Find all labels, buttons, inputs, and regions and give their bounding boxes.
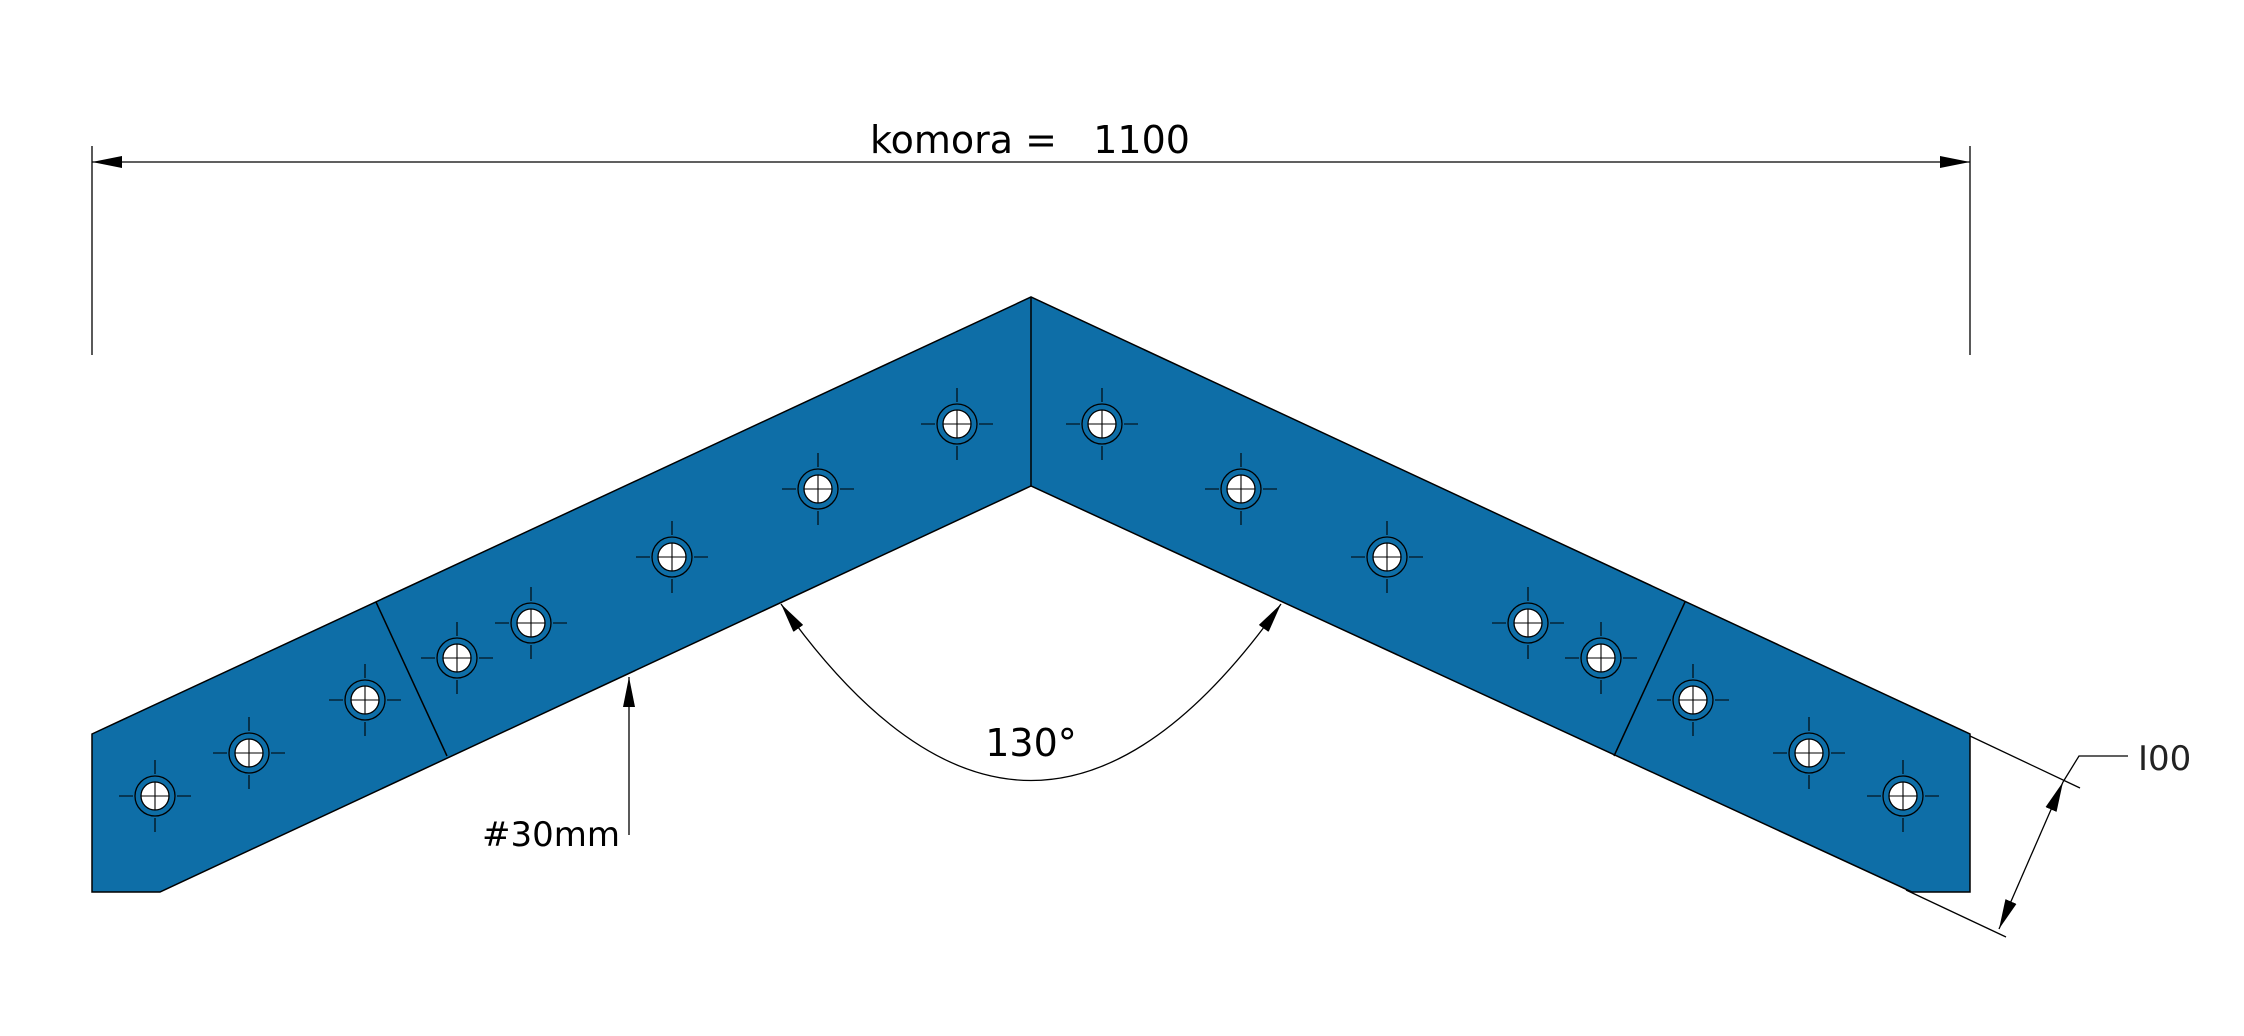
overall-dimension: komora = 1100 xyxy=(91,118,1971,355)
bolt-hole xyxy=(1066,388,1138,460)
bolt-hole xyxy=(636,521,708,593)
bolt-hole xyxy=(921,388,993,460)
bolt-hole xyxy=(1773,717,1845,789)
bolt-hole xyxy=(1657,664,1729,736)
bolt-hole xyxy=(119,760,191,832)
thickness-label: #30mm xyxy=(482,815,620,855)
width-label: I00 xyxy=(2138,739,2191,779)
thickness-callout: #30mm xyxy=(482,677,635,855)
bolt-hole xyxy=(1492,587,1564,659)
bolt-hole xyxy=(1351,521,1423,593)
bolt-hole xyxy=(329,664,401,736)
width-dimension: I00 xyxy=(1905,735,2191,938)
angle-label: 130° xyxy=(985,721,1077,765)
bolt-hole xyxy=(213,717,285,789)
angle-dimension: 130° xyxy=(780,603,1282,782)
overall-dimension-label: komora = 1100 xyxy=(870,118,1190,162)
bolt-hole xyxy=(421,622,493,694)
joint-line-left xyxy=(375,601,448,757)
bolt-hole xyxy=(495,587,567,659)
bolt-hole xyxy=(782,453,854,525)
bolt-hole xyxy=(1205,453,1277,525)
bolt-holes xyxy=(119,388,1939,832)
joint-line-right xyxy=(1613,601,1686,757)
bolt-hole xyxy=(1565,622,1637,694)
bolt-hole xyxy=(1867,760,1939,832)
